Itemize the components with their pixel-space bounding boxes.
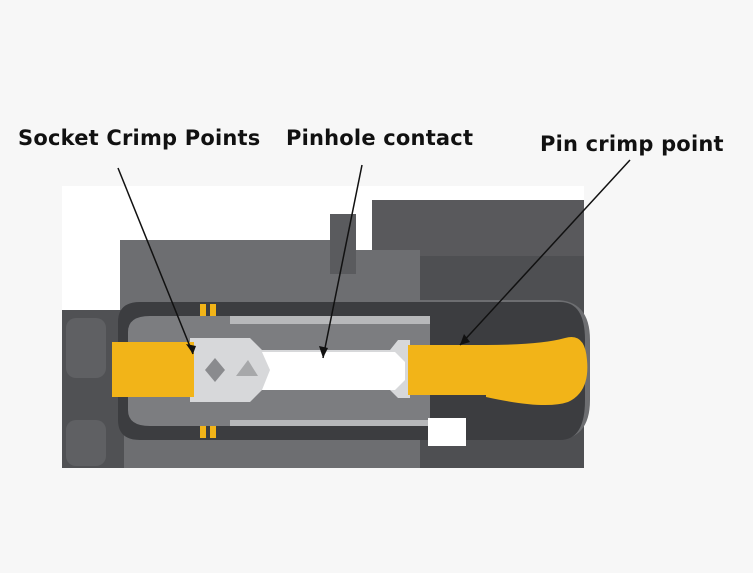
pinhole-leader	[322, 164, 363, 359]
lower-rail	[230, 420, 430, 426]
socket-crimp-arrowhead	[186, 344, 196, 354]
seal-tab	[210, 304, 216, 316]
socket-crimp-leader	[117, 167, 194, 355]
left-flange-lower	[66, 420, 106, 466]
pin-crimp-point-label: Pin crimp point	[540, 132, 724, 156]
pin-crimp-leader	[459, 159, 631, 346]
retention-clip	[428, 418, 466, 446]
seal-tab	[210, 426, 216, 438]
socket-crimp-points-label: Socket Crimp Points	[18, 126, 261, 150]
left-flange-upper	[66, 318, 106, 378]
cable-bend	[486, 336, 588, 406]
seal-tab	[200, 426, 206, 438]
left-wire-conductor	[112, 342, 194, 397]
rear-housing-top	[372, 200, 584, 256]
socket-crimp-notch	[205, 358, 225, 382]
right-wire-conductor	[408, 345, 486, 395]
pinhole-cavity	[262, 352, 405, 390]
pin-crimp-arrowhead	[460, 334, 470, 345]
pinhole-arrowhead	[319, 346, 328, 358]
seal-tab	[200, 304, 206, 316]
socket-crimp-notch	[236, 360, 258, 376]
body-step	[330, 214, 356, 274]
pinhole-contact-label: Pinhole contact	[286, 126, 474, 150]
